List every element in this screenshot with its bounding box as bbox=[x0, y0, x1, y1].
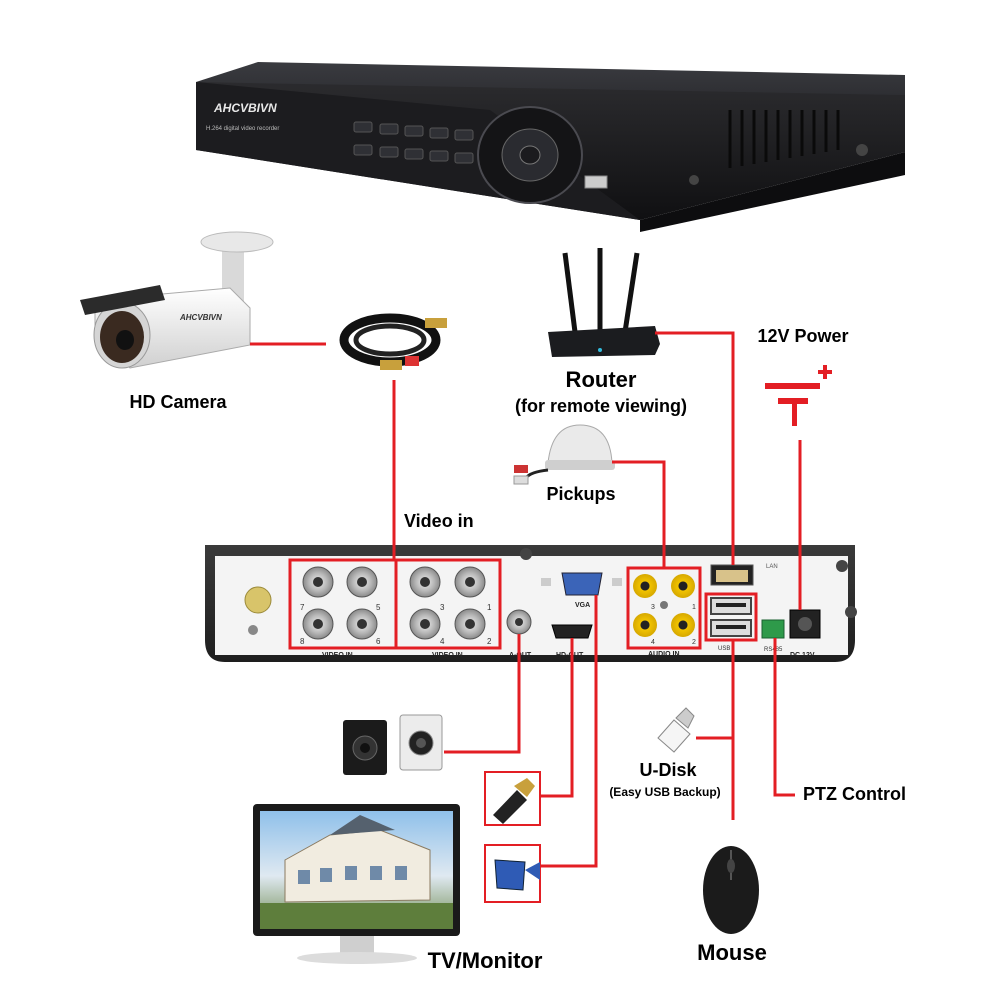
bnc-group-right bbox=[409, 566, 486, 640]
router bbox=[548, 248, 660, 357]
svg-text:4: 4 bbox=[440, 637, 445, 646]
label-pickups: Pickups bbox=[546, 484, 616, 504]
svg-text:VIDEO IN: VIDEO IN bbox=[322, 652, 353, 659]
label-12v-power: 12V Power bbox=[757, 326, 849, 346]
svg-text:LAN: LAN bbox=[766, 564, 778, 570]
svg-text:8: 8 bbox=[300, 637, 305, 646]
svg-text:VIDEO IN: VIDEO IN bbox=[432, 652, 463, 659]
usb-highlight-box bbox=[704, 592, 758, 642]
label-mouse: Mouse bbox=[697, 940, 767, 965]
svg-text:HD-OUT: HD-OUT bbox=[556, 652, 584, 659]
hdmi-port bbox=[551, 624, 593, 639]
svg-text:1: 1 bbox=[487, 603, 492, 612]
mouse bbox=[703, 846, 759, 934]
connector-lines bbox=[250, 331, 802, 868]
power-symbol bbox=[765, 365, 832, 426]
bnc-group-left bbox=[302, 566, 378, 640]
label-tv-monitor: TV/Monitor bbox=[427, 948, 543, 973]
dvr-rear-panel: 7 5 8 6 3 1 4 2 VIDEO IN VIDEO IN A-OUT … bbox=[205, 545, 857, 662]
label-hd-camera: HD Camera bbox=[129, 392, 227, 412]
front-brand-text: AHCVBIVN bbox=[213, 101, 277, 115]
svg-text:2: 2 bbox=[487, 637, 492, 646]
label-ptz-control: PTZ Control bbox=[803, 784, 906, 804]
svg-text:VGA: VGA bbox=[575, 602, 590, 609]
vga-cable bbox=[484, 844, 541, 903]
hdmi-cable bbox=[484, 771, 541, 826]
vga-port bbox=[561, 572, 603, 596]
pickup-microphone bbox=[513, 424, 615, 485]
svg-text:AHCVBIVN: AHCVBIVN bbox=[179, 313, 222, 322]
label-u-disk-note: (Easy USB Backup) bbox=[609, 785, 721, 799]
u-disk bbox=[657, 707, 695, 753]
speakers bbox=[343, 714, 443, 775]
svg-text:USB: USB bbox=[718, 646, 730, 652]
svg-text:AUDIO IN: AUDIO IN bbox=[648, 651, 680, 658]
svg-text:7: 7 bbox=[300, 603, 305, 612]
svg-text:1: 1 bbox=[692, 604, 696, 611]
label-router: Router bbox=[565, 367, 637, 392]
svg-text:6: 6 bbox=[376, 637, 381, 646]
svg-text:3: 3 bbox=[440, 603, 445, 612]
label-u-disk: U-Disk bbox=[639, 760, 697, 780]
hd-camera: AHCVBIVN bbox=[80, 231, 274, 369]
svg-text:DC 12V: DC 12V bbox=[790, 652, 815, 659]
label-video-in: Video in bbox=[404, 511, 474, 531]
tv-monitor bbox=[253, 804, 460, 964]
svg-text:5: 5 bbox=[376, 603, 381, 612]
front-subtitle-text: H.264 digital video recorder bbox=[206, 126, 279, 132]
svg-text:4: 4 bbox=[651, 639, 655, 646]
dvr-front-unit: AHCVBIVN H.264 digital video recorder bbox=[196, 62, 905, 232]
label-router-note: (for remote viewing) bbox=[514, 396, 688, 416]
svg-text:2: 2 bbox=[692, 639, 696, 646]
rs485-terminal bbox=[761, 619, 785, 639]
bnc-cable-coil bbox=[339, 313, 447, 370]
svg-text:3: 3 bbox=[651, 604, 655, 611]
audio-in-jacks bbox=[633, 574, 695, 637]
